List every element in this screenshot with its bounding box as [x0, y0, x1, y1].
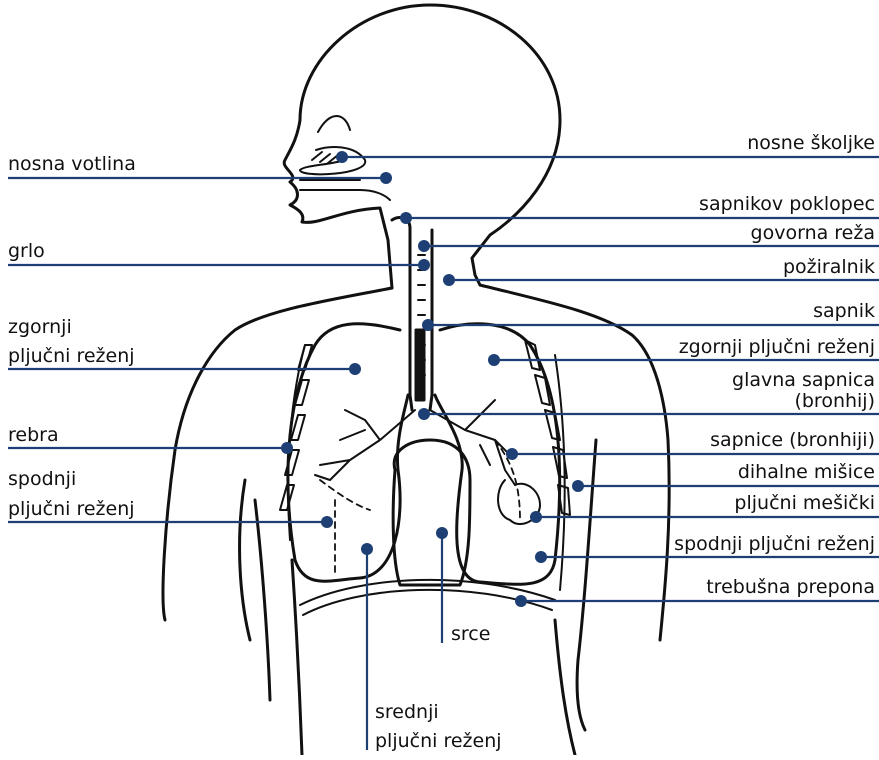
label-poziralnik: požiralnik [783, 256, 875, 278]
dot-nosne-skoljke [336, 151, 348, 163]
dot-rebra [281, 442, 293, 454]
dot-zgornji-pljucni-rezenj-right [488, 354, 500, 366]
label-zgornji-line1: zgornji [8, 316, 72, 338]
dot-srednji-pljucni-rezenj [361, 543, 373, 555]
label-srednji-line1: srednji [375, 701, 439, 723]
dot-govorna-reza [418, 240, 430, 252]
label-sapnikov-poklopec: sapnikov poklopec [699, 193, 875, 215]
label-govorna-reza: govorna reža [751, 222, 875, 244]
label-sapnice: sapnice (bronhiji) [710, 429, 875, 451]
dot-pljucni-mesicki [530, 511, 542, 523]
dot-grlo [418, 259, 430, 271]
dot-glavna-sapnica [418, 408, 430, 420]
label-pljucni-mesicki: pljučni mešički [734, 492, 875, 514]
label-dihalne-misice: dihalne mišice [738, 461, 875, 483]
label-spodnji-line1: spodnji [8, 468, 76, 490]
label-spodnji-pljucni-rezenj: spodnji pljučni reženj [674, 533, 875, 555]
dot-spodnji-pljucni-rezenj-right [535, 551, 547, 563]
dot-zgornji-pljucni-rezenj-left [349, 363, 361, 375]
label-zgornji-line2: pljučni reženj [8, 345, 135, 367]
dot-srce [436, 527, 448, 539]
label-srce: srce [451, 623, 490, 645]
label-nosne-skoljke: nosne školjke [747, 132, 875, 154]
dot-sapnice [506, 448, 518, 460]
dot-nosna-votlina [380, 172, 392, 184]
dot-trebusna-prepona [515, 595, 527, 607]
label-nosna-votlina: nosna votlina [8, 153, 136, 175]
label-sapnik: sapnik [813, 300, 875, 322]
label-glavna-sapnica-line2: (bronhij) [794, 390, 875, 412]
label-glavna-sapnica-line1: glavna sapnica [732, 369, 875, 391]
dot-dihalne-misice [572, 480, 584, 492]
label-srednji-line2: pljučni reženj [375, 730, 502, 752]
label-zgornji-pljucni-rezenj: zgornji pljučni reženj [679, 336, 875, 358]
dot-spodnji-pljucni-rezenj-left [321, 516, 333, 528]
leader-lines [8, 157, 879, 750]
label-spodnji-line2: pljučni reženj [8, 498, 135, 520]
dot-sapnik [422, 319, 434, 331]
label-grlo: grlo [8, 240, 45, 262]
label-rebra: rebra [8, 424, 59, 446]
dot-sapnikov-poklopec [400, 212, 412, 224]
label-trebusna-prepona: trebušna prepona [706, 576, 875, 598]
dot-poziralnik [443, 274, 455, 286]
